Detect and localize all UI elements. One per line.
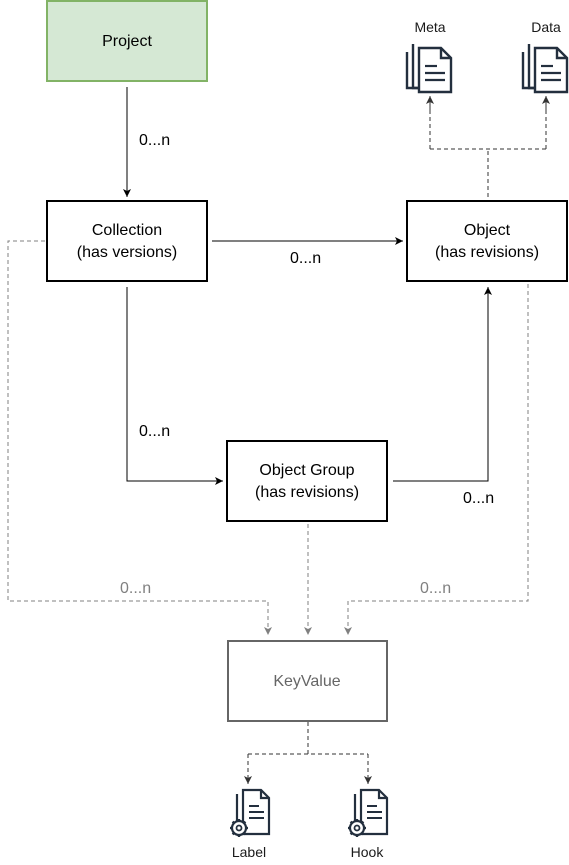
edge-collection-keyvalue (7, 240, 272, 635)
edge-label-group-object: 0...n (463, 490, 494, 507)
edge-label-collection-object: 0...n (290, 250, 321, 267)
hook-label: Hook (351, 844, 385, 860)
project-label: Project (102, 33, 152, 50)
object-node[interactable]: Object (has revisions) (406, 200, 568, 282)
edge-keyvalue-label-hook (247, 722, 369, 776)
keyvalue-label: KeyValue (273, 673, 340, 690)
object-label: Object (464, 222, 511, 239)
edge-label-collection-group: 0...n (139, 423, 170, 440)
hook-icon-group[interactable]: Hook (346, 788, 389, 860)
meta-label: Meta (414, 19, 445, 35)
edge-object-keyvalue (344, 284, 529, 635)
edge-label-object-keyvalue: 0...n (420, 580, 451, 597)
edge-group-object (393, 287, 492, 482)
project-node[interactable]: Project (46, 0, 208, 82)
document-gear-icon (346, 788, 389, 839)
label-icon-group[interactable]: Label (228, 788, 271, 860)
data-label: Data (531, 19, 561, 35)
object-group-sublabel: (has revisions) (255, 484, 359, 501)
edge-object-meta-data (429, 101, 547, 197)
edge-collection-group (126, 287, 223, 485)
meta-icon-group[interactable]: Meta (405, 19, 453, 94)
keyvalue-node[interactable]: KeyValue (227, 640, 388, 722)
collection-label: Collection (92, 222, 162, 239)
documents-icon (521, 42, 569, 94)
edge-label-project-collection: 0...n (139, 132, 170, 149)
edge-label-collection-keyvalue: 0...n (120, 580, 151, 597)
data-icon-group[interactable]: Data (521, 19, 569, 94)
object-group-label: Object Group (259, 462, 354, 479)
object-group-node[interactable]: Object Group (has revisions) (226, 440, 388, 522)
object-sublabel: (has revisions) (435, 244, 539, 261)
collection-sublabel: (has versions) (77, 244, 177, 261)
label-label: Label (232, 844, 266, 860)
collection-node[interactable]: Collection (has versions) (46, 200, 208, 282)
document-gear-icon (228, 788, 271, 839)
documents-icon (405, 42, 453, 94)
